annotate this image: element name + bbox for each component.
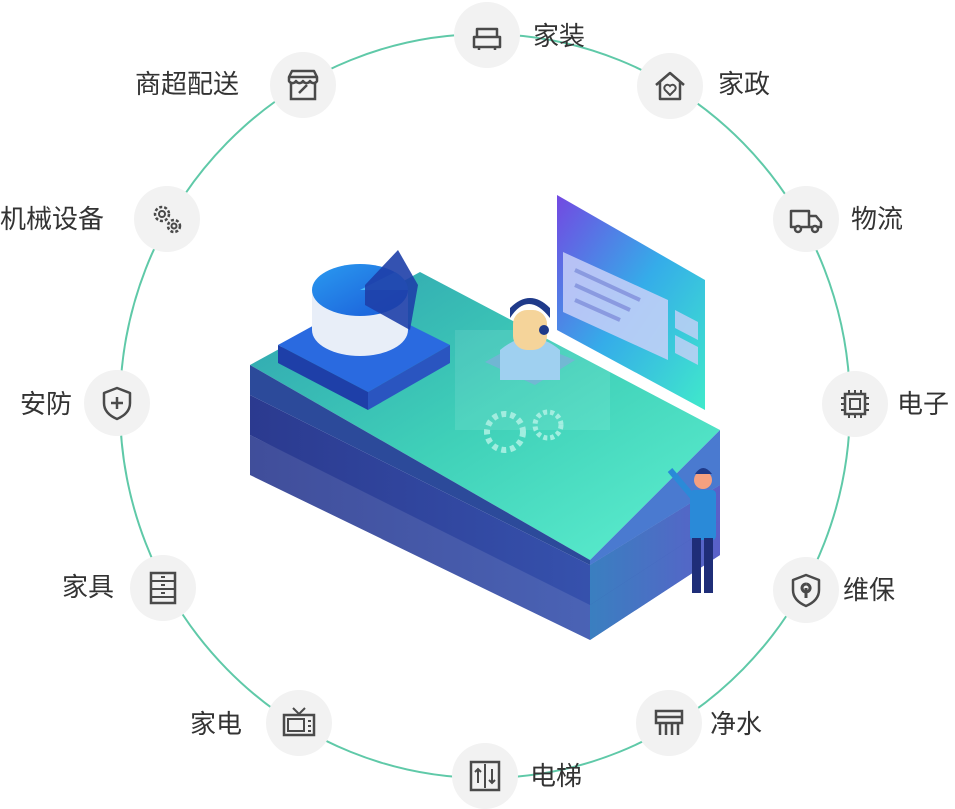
cabinet-icon: [149, 571, 177, 605]
pie-chart-block: [278, 250, 450, 410]
service-label-housekeeping: 家政: [718, 70, 771, 100]
store-icon: [287, 69, 319, 101]
service-node-electronics[interactable]: [822, 371, 888, 437]
service-node-retail-delivery[interactable]: [270, 52, 336, 118]
service-node-elevator[interactable]: [452, 743, 518, 809]
house-heart-icon: [655, 71, 685, 101]
service-label-water-purification: 净水: [710, 710, 763, 740]
service-node-housekeeping[interactable]: [637, 53, 703, 119]
gears-icon: [153, 205, 182, 234]
truck-icon: [789, 209, 823, 234]
service-node-maintenance[interactable]: [773, 557, 839, 623]
service-label-machinery: 机械设备: [0, 205, 105, 235]
screen-panel: [557, 195, 705, 410]
service-node-appliances[interactable]: [266, 690, 332, 756]
standing-person: [667, 468, 716, 593]
elevator-icon: [469, 760, 501, 792]
service-label-furniture: 家具: [62, 573, 115, 603]
chip-icon: [841, 390, 869, 418]
service-label-logistics: 物流: [851, 205, 904, 235]
shield-wrench-icon: [791, 573, 821, 608]
service-node-logistics[interactable]: [773, 186, 839, 252]
shield-plus-icon: [102, 386, 132, 421]
service-node-home-decor[interactable]: [454, 2, 520, 68]
water-purifier-icon: [654, 709, 684, 735]
service-node-security[interactable]: [84, 370, 150, 436]
sofa-icon: [472, 27, 502, 50]
service-label-security: 安防: [20, 390, 73, 420]
service-node-water-purification[interactable]: [636, 690, 702, 756]
service-label-retail-delivery: 商超配送: [135, 70, 240, 100]
operator-figure: [485, 298, 575, 385]
service-label-maintenance: 维保: [843, 576, 896, 606]
tv-icon: [282, 707, 316, 737]
service-label-home-decor: 家装: [533, 22, 586, 52]
service-node-machinery[interactable]: [134, 186, 200, 252]
service-node-furniture[interactable]: [130, 555, 196, 621]
service-label-electronics: 电子: [897, 390, 950, 420]
service-label-appliances: 家电: [190, 710, 243, 740]
service-label-elevator: 电梯: [530, 762, 583, 792]
